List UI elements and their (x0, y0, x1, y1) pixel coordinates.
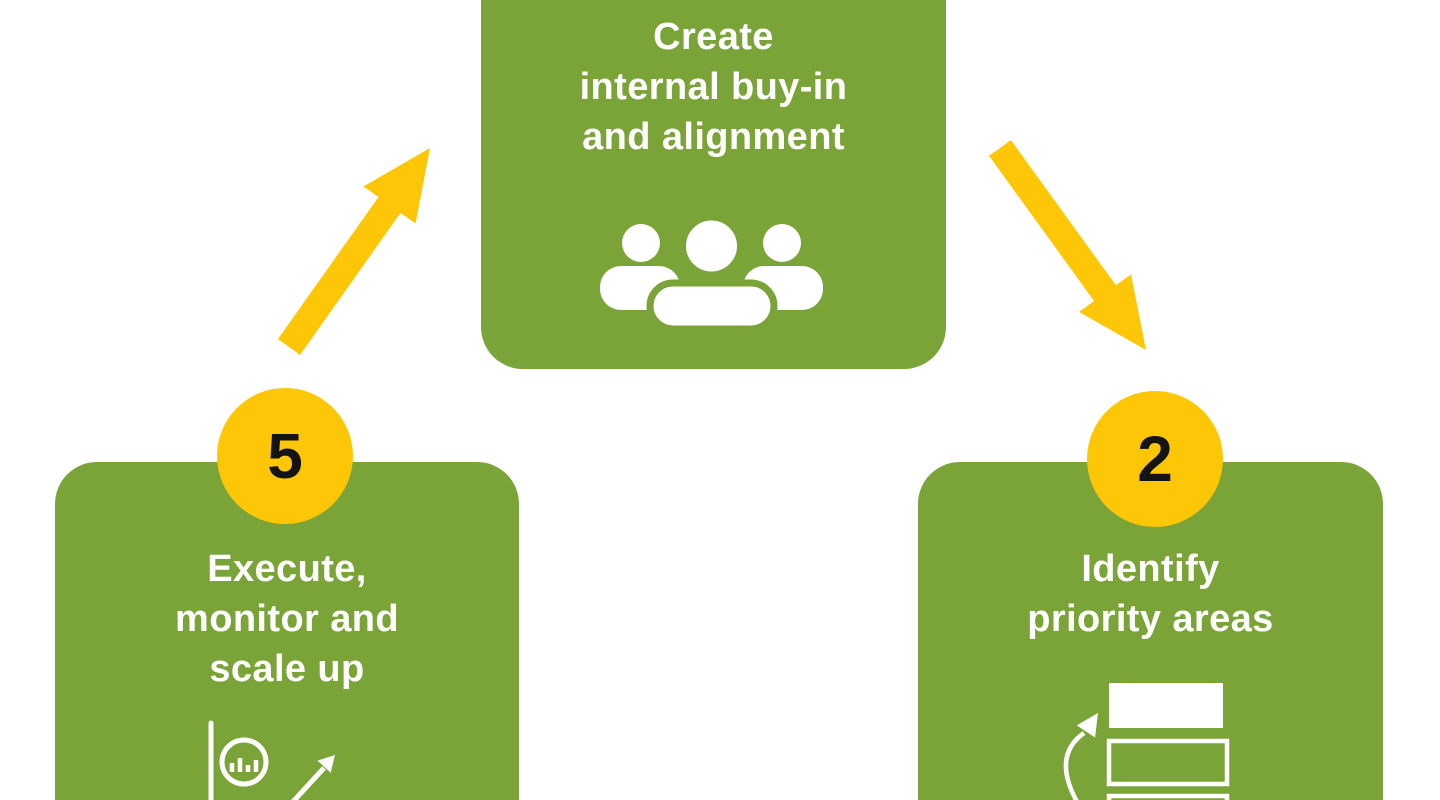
step-number-badge-5: 5 (217, 388, 353, 524)
step-label-create-buy-in: Create internal buy-in and alignment (481, 12, 946, 162)
step-number-badge-2: 2 (1087, 391, 1223, 527)
step-number: 5 (267, 420, 303, 492)
step-label-line: scale up (209, 648, 365, 690)
arrow-up-right-icon (278, 148, 430, 355)
step-label-identify-priority: Identify priority areas (918, 544, 1383, 644)
step-box-create-buy-in: Create internal buy-in and alignment (481, 0, 946, 369)
growth-chart-icon (208, 720, 335, 800)
priority-list-icon (1063, 683, 1230, 800)
step-label-line: Create (653, 16, 774, 58)
step-number: 2 (1137, 423, 1173, 495)
step-label-line: monitor and (175, 598, 399, 640)
step-label-execute-monitor: Execute, monitor and scale up (55, 544, 519, 694)
step-label-line: Identify (1081, 548, 1220, 590)
step-label-line: priority areas (1027, 598, 1274, 640)
step-label-line: and alignment (582, 116, 845, 158)
people-group-icon (600, 217, 823, 329)
step-label-line: internal buy-in (579, 66, 848, 108)
arrow-down-right-icon (989, 140, 1146, 350)
step-label-line: Execute, (207, 548, 367, 590)
